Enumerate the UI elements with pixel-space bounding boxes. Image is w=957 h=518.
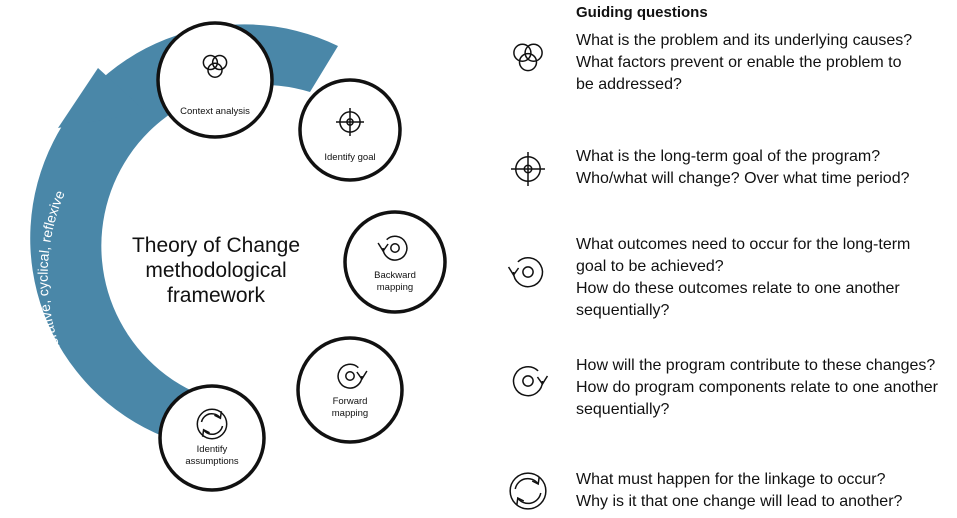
- question-line: What is the problem and its underlying c…: [576, 32, 913, 49]
- question-line: Who/what will change? Over what time per…: [576, 170, 910, 187]
- venn-icon: [513, 43, 543, 72]
- step-circle: [156, 21, 274, 139]
- question-group-forward: How will the program contribute to these…: [576, 355, 938, 421]
- question-line: sequentially?: [576, 302, 670, 319]
- step-label: Context analysis: [180, 106, 250, 117]
- question-line: What outcomes need to occur for the long…: [576, 236, 911, 253]
- question-group-backward: What outcomes need to occur for the long…: [576, 234, 910, 322]
- cycle-arrows-icon: [196, 408, 228, 440]
- step-label: Forward: [333, 396, 368, 407]
- venn-icon: [202, 54, 228, 78]
- question-group-goal: What is the long-term goal of the progra…: [576, 146, 910, 190]
- step-circle: [296, 336, 404, 444]
- forward-arrow-circle-icon: [337, 363, 368, 389]
- question-line: sequentially?: [576, 401, 670, 418]
- forward-arrow-circle-icon: [512, 366, 549, 397]
- question-line: What must happen for the linkage to occu…: [576, 471, 886, 488]
- question-line: be addressed?: [576, 76, 682, 93]
- crosshair-icon: [336, 108, 364, 136]
- step-label: assumptions: [185, 456, 239, 467]
- step-label: Identify goal: [324, 152, 375, 163]
- step-label: Identify: [197, 444, 228, 455]
- step-label: mapping: [332, 408, 368, 419]
- question-line: What factors prevent or enable the probl…: [576, 54, 902, 71]
- framework-title-line: Theory of Change: [131, 234, 301, 257]
- step-label: mapping: [377, 282, 413, 293]
- guiding-questions-heading: Guiding questions: [576, 4, 708, 21]
- question-group-assumptions: What must happen for the linkage to occu…: [576, 469, 902, 513]
- step-circle: [343, 210, 447, 314]
- question-line: goal to be achieved?: [576, 258, 724, 275]
- framework-title: Theory of Change methodological framewor…: [96, 233, 336, 308]
- crosshair-icon: [511, 152, 545, 186]
- framework-title-line: framework: [166, 284, 266, 307]
- cycle-step-node: Context analysis: [156, 21, 274, 139]
- step-label: Backward: [374, 270, 416, 281]
- question-line: How do program components relate to one …: [576, 379, 938, 396]
- question-group-context: What is the problem and its underlying c…: [576, 30, 912, 96]
- cycle-arrowhead: [58, 68, 146, 128]
- question-line: What is the long-term goal of the progra…: [576, 148, 881, 165]
- framework-title-line: methodological: [145, 259, 287, 282]
- backward-arrow-circle-icon: [377, 235, 408, 261]
- cycle-step-node: Identify goal: [298, 78, 402, 182]
- backward-arrow-circle-icon: [507, 257, 544, 288]
- question-line: How do these outcomes relate to one anot…: [576, 280, 900, 297]
- question-line: Why is it that one change will lead to a…: [576, 493, 903, 510]
- cycle-arrows-icon: [509, 472, 547, 510]
- question-line: How will the program contribute to these…: [576, 357, 936, 374]
- cycle-arc-band: [30, 24, 339, 444]
